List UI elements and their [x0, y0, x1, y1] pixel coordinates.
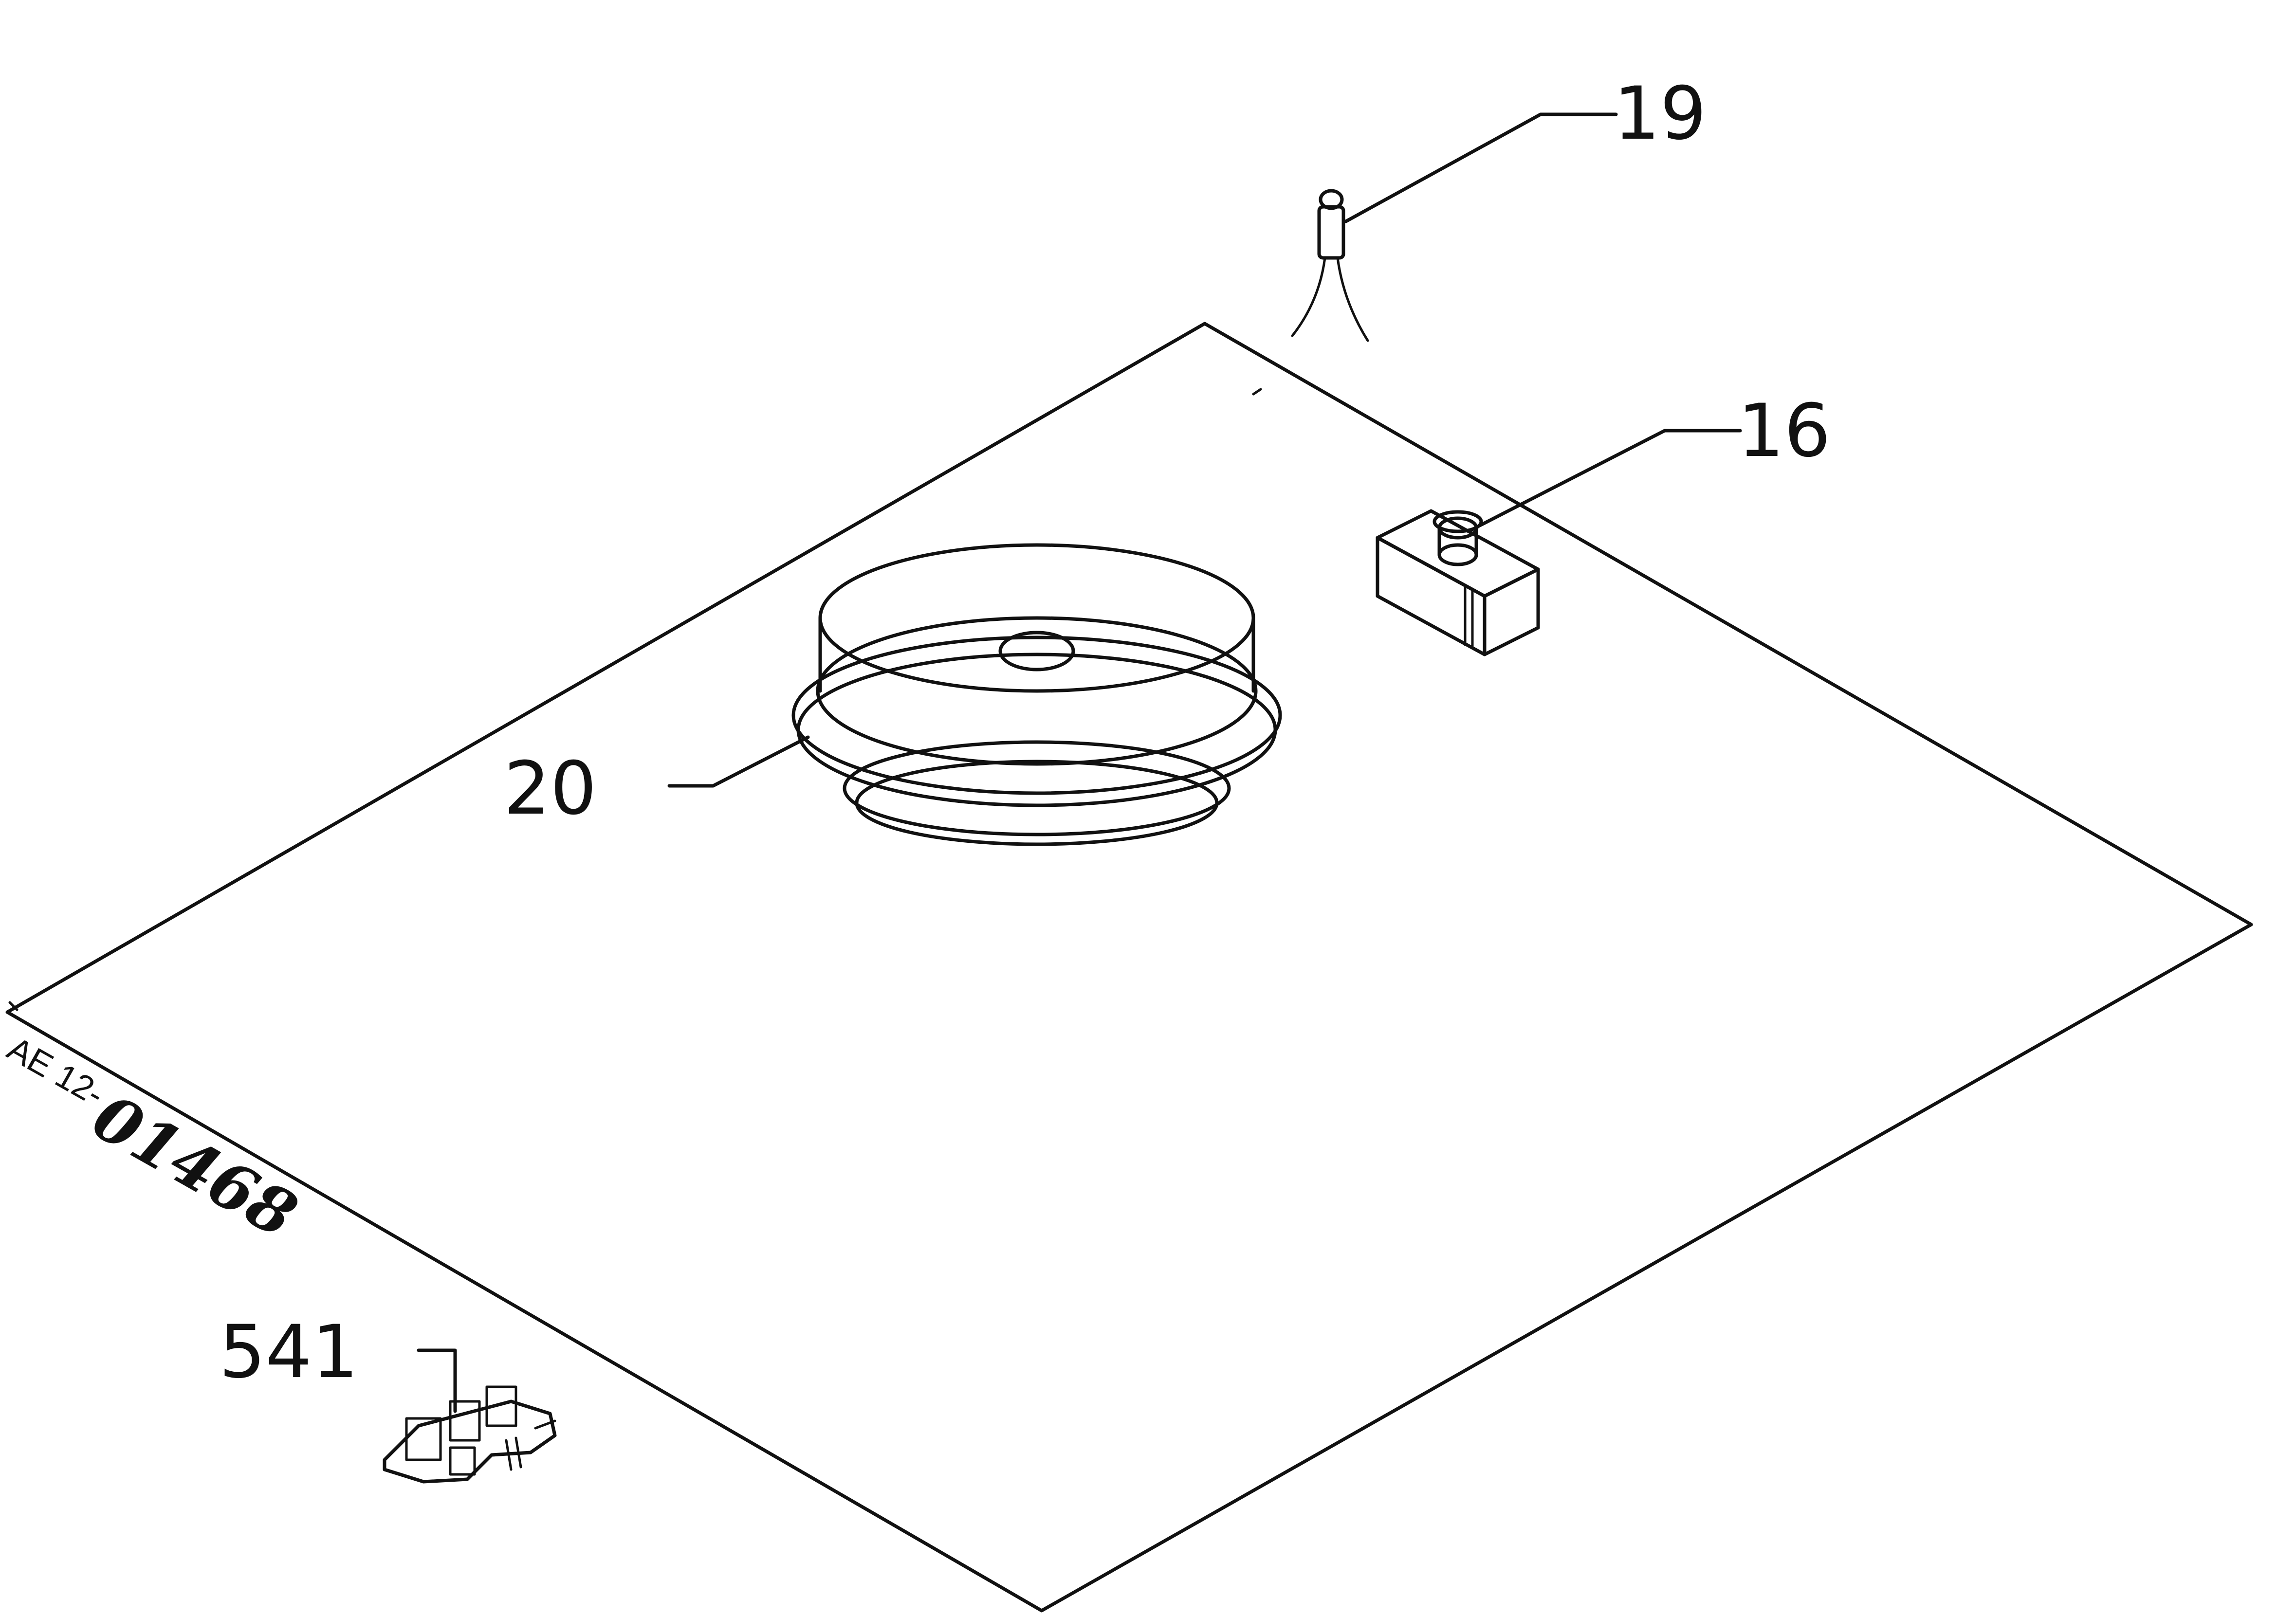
callout-541: 541: [219, 1310, 358, 1395]
signal-lamp-part-19: [1291, 189, 1369, 342]
switch-block-part-16: [1376, 509, 1540, 656]
cooking-plate-part-20: [791, 543, 1282, 846]
drawing-code: AE 12- 01468: [1, 1029, 309, 1253]
hob-plate: [5, 322, 2253, 1613]
callout-19: 19: [1614, 72, 1707, 156]
terminal-block-part-541: [383, 1385, 557, 1484]
callout-16: 16: [1738, 389, 1831, 473]
callout-20: 20: [504, 746, 597, 831]
leader-lines: [417, 112, 1742, 1413]
